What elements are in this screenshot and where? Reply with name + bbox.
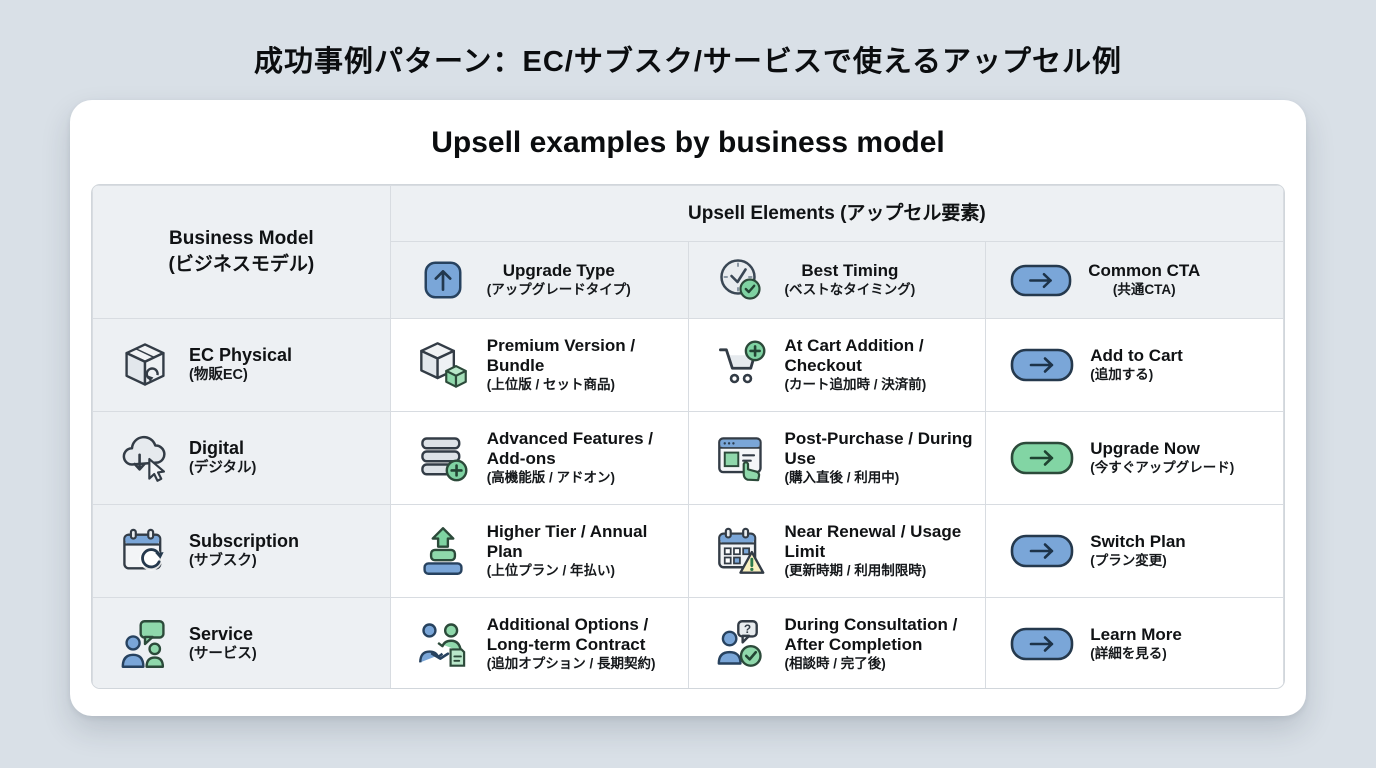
header-business-model-jp: (ビジネスモデル) [168, 254, 315, 275]
header-upsell-elements: Upsell Elements (アップセル要素) [389, 185, 1284, 242]
cta-title: Switch Plan [1090, 532, 1186, 552]
timing-title: During Consultation / After Completion [784, 615, 958, 655]
header-upgrade-type-subtitle: (アップグレードタイプ) [486, 282, 631, 298]
upgrade-cell-ec-physical: Premium Version / Bundle (上位版 / セット商品) [389, 318, 689, 412]
model-subtitle: (物販EC) [189, 367, 248, 384]
table-row-ec-physical: EC Physical (物販EC) Premium Version / Bun… [92, 318, 1284, 412]
cart-plus-icon [713, 339, 769, 391]
upgrade-cell-service: Additional Options / Long-term Contract … [389, 597, 689, 688]
person-question-check-icon [713, 618, 769, 670]
model-cell-service: Service (サービス) [92, 597, 391, 688]
browser-click-icon [713, 432, 769, 484]
package-box-icon [117, 339, 173, 391]
timing-title: Near Renewal / Usage Limit [784, 522, 962, 562]
card-title: Upsell examples by business model [431, 126, 945, 159]
header-best-timing: Best Timing (ベストなタイミング) [687, 241, 987, 319]
model-subtitle: (サブスク) [189, 553, 257, 570]
model-title: EC Physical [189, 344, 293, 365]
model-title: Subscription [189, 530, 300, 551]
timing-cell-subscription: Near Renewal / Usage Limit (更新時期 / 利用制限時… [687, 504, 987, 598]
upgrade-title: Premium Version / Bundle [486, 336, 636, 376]
cta-subtitle: (今すぐアップグレード) [1090, 460, 1235, 476]
upsell-table: Business Model (ビジネスモデル) Upsell Elements… [91, 184, 1285, 689]
model-cell-digital: Digital (デジタル) [92, 411, 391, 505]
cta-arrow-pill-icon [1010, 626, 1074, 662]
timing-subtitle: (カート追加時 / 決済前) [784, 377, 927, 393]
box-bundle-icon [415, 339, 471, 391]
model-title: Digital [189, 437, 245, 458]
header-common-cta-title: Common CTA [1088, 261, 1201, 281]
cta-title: Add to Cart [1090, 346, 1183, 366]
header-common-cta: Common CTA (共通CTA) [985, 241, 1284, 319]
cta-subtitle: (詳細を見る) [1090, 646, 1167, 662]
table-row-digital: Digital (デジタル) Advanced Features / Add-o… [92, 411, 1284, 505]
header-common-cta-subtitle: (共通CTA) [1112, 282, 1176, 298]
cta-arrow-pill-icon [1010, 263, 1072, 298]
header-best-timing-title: Best Timing [801, 261, 899, 281]
tier-up-arrow-icon [415, 525, 471, 577]
upgrade-arrow-square-icon [415, 257, 471, 303]
cta-arrow-pill-icon [1010, 440, 1074, 476]
timing-subtitle: (相談時 / 完了後) [784, 656, 886, 672]
model-subtitle: (デジタル) [189, 460, 257, 477]
upgrade-title: Additional Options / Long-term Contract [486, 615, 649, 655]
calendar-refresh-icon [117, 525, 173, 577]
cta-title: Upgrade Now [1090, 439, 1200, 459]
header-upgrade-type-title: Upgrade Type [502, 261, 615, 281]
header-upgrade-type: Upgrade Type (アップグレードタイプ) [389, 241, 689, 319]
timing-subtitle: (更新時期 / 利用制限時) [784, 563, 927, 579]
timing-subtitle: (購入直後 / 利用中) [784, 470, 900, 486]
header-business-model-en: Business Model [169, 228, 314, 250]
upgrade-cell-subscription: Higher Tier / Annual Plan (上位プラン / 年払い) [389, 504, 689, 598]
cta-subtitle: (追加する) [1090, 367, 1154, 383]
content-card: Upsell examples by business model Busine… [70, 100, 1306, 716]
upgrade-subtitle: (追加オプション / 長期契約) [486, 656, 656, 672]
page-title: 成功事例パターン：EC/サブスク/サービスで使えるアップセル例 [253, 46, 1123, 78]
timing-cell-service: During Consultation / After Completion (… [687, 597, 987, 688]
cloud-download-cursor-icon [117, 432, 173, 484]
model-cell-subscription: Subscription (サブスク) [92, 504, 391, 598]
cta-arrow-pill-icon [1010, 347, 1074, 383]
cta-subtitle: (プラン変更) [1090, 553, 1167, 569]
model-cell-ec-physical: EC Physical (物販EC) [92, 318, 391, 412]
cta-cell-digital: Upgrade Now (今すぐアップグレード) [985, 411, 1284, 505]
cta-cell-subscription: Switch Plan (プラン変更) [985, 504, 1284, 598]
timing-title: Post-Purchase / During Use [784, 429, 973, 469]
header-business-model: Business Model (ビジネスモデル) [92, 185, 391, 319]
cta-arrow-pill-icon [1010, 533, 1074, 569]
clock-check-icon [713, 256, 769, 304]
upgrade-subtitle: (上位プラン / 年払い) [486, 563, 615, 579]
handshake-document-icon [415, 618, 471, 670]
table-row-subscription: Subscription (サブスク) Higher Tier / Annual… [92, 504, 1284, 598]
table-row-service: Service (サービス) Additional Options / Long… [92, 597, 1284, 688]
people-chat-icon [117, 618, 173, 670]
layers-plus-icon [415, 432, 471, 484]
header-best-timing-subtitle: (ベストなタイミング) [784, 282, 916, 298]
cta-cell-service: Learn More (詳細を見る) [985, 597, 1284, 688]
model-title: Service [189, 623, 254, 644]
cta-cell-ec-physical: Add to Cart (追加する) [985, 318, 1284, 412]
upgrade-subtitle: (高機能版 / アドオン) [486, 470, 615, 486]
upgrade-subtitle: (上位版 / セット商品) [486, 377, 615, 393]
timing-title: At Cart Addition / Checkout [784, 336, 924, 376]
upgrade-cell-digital: Advanced Features / Add-ons (高機能版 / アドオン… [389, 411, 689, 505]
timing-cell-ec-physical: At Cart Addition / Checkout (カート追加時 / 決済… [687, 318, 987, 412]
cta-title: Learn More [1090, 625, 1182, 645]
upgrade-title: Higher Tier / Annual Plan [486, 522, 648, 562]
calendar-warning-icon [713, 525, 769, 577]
upgrade-title: Advanced Features / Add-ons [486, 429, 654, 469]
model-subtitle: (サービス) [189, 646, 257, 663]
timing-cell-digital: Post-Purchase / During Use (購入直後 / 利用中) [687, 411, 987, 505]
